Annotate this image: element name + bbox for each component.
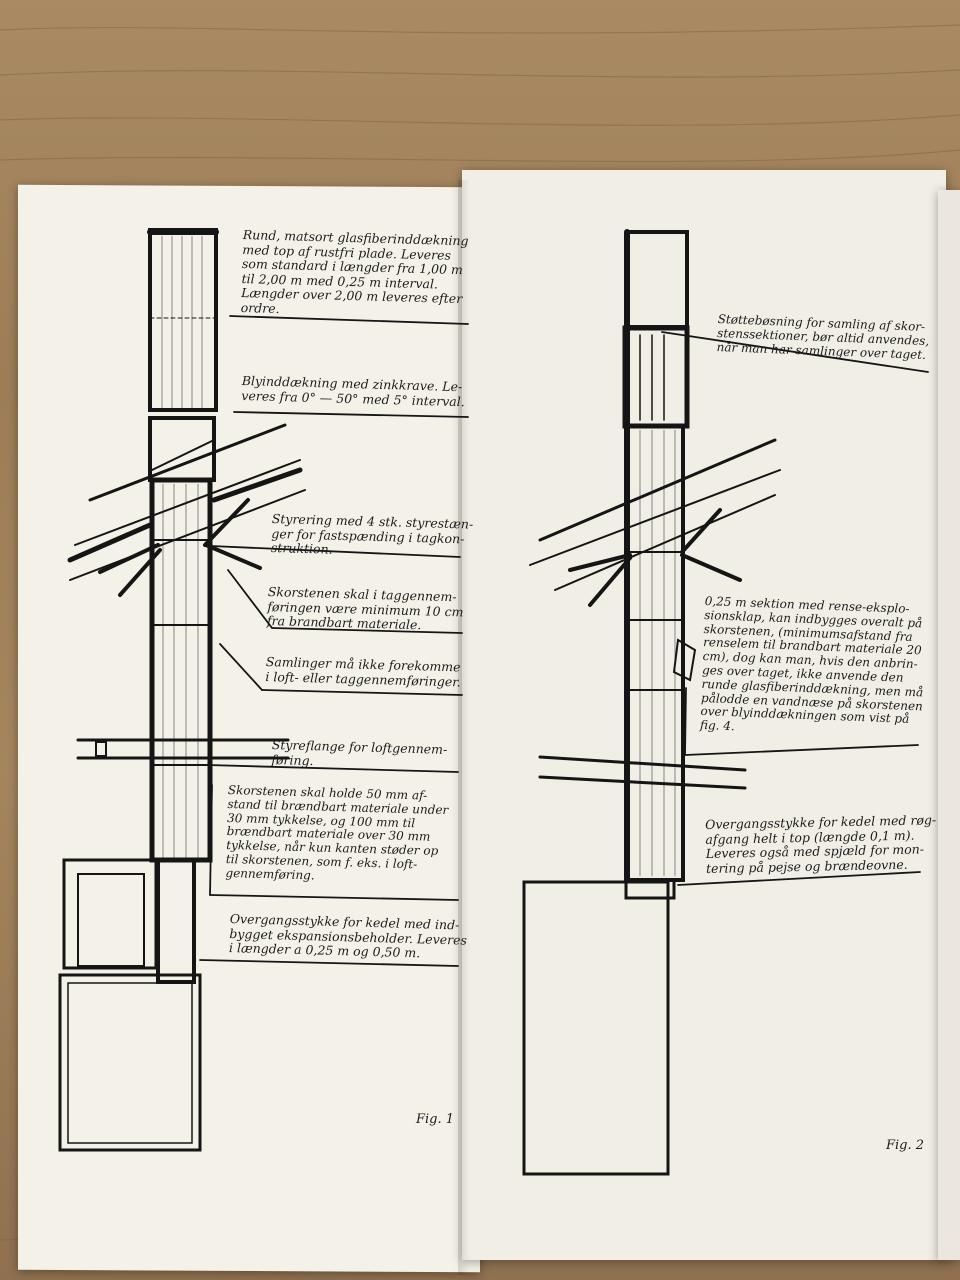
caption-cleanout-section: 0,25 m sektion med rense-eksplo- sionskl… <box>699 594 924 734</box>
caption-clearance: Skorstenen skal holde 50 mm af- stand ti… <box>225 783 449 883</box>
fig1-chimney <box>58 228 306 1152</box>
caption-flue-adapter: Overgangsstykke for kedel med røg- afgan… <box>704 812 937 876</box>
caption-roof-distance: Skorstenen skal i taggennem- føringen væ… <box>266 584 464 633</box>
caption-boiler-adapter: Overgangsstykke for kedel med ind- bygge… <box>228 911 468 961</box>
right-brochure-page <box>462 170 946 1260</box>
fig2-chimney <box>522 229 781 1176</box>
fig1-leader-lines <box>199 315 469 967</box>
caption-ceiling-flange: Styreflange for loftgennem- føring. <box>271 737 448 768</box>
fig2-leader-lines <box>661 331 929 886</box>
caption-support-sleeve: Støttebøsning for samling af skor- stens… <box>716 312 930 363</box>
caption-top-liner: Rund, matsort glasfiberinddækning med to… <box>240 227 469 316</box>
third-page-edge <box>938 190 960 1260</box>
center-fold-shadow <box>458 180 470 1275</box>
caption-guide-ring: Styrering med 4 stk. styrestæn- ger for … <box>270 511 474 557</box>
caption-lead-flashing: Blyinddækning med zinkkrave. Le- veres f… <box>241 373 465 409</box>
figure-1-label: Fig. 1 <box>416 1112 455 1127</box>
caption-joints: Samlinger må ikke forekomme i loft- elle… <box>265 654 462 689</box>
figure-2-label: Fig. 2 <box>886 1138 925 1153</box>
